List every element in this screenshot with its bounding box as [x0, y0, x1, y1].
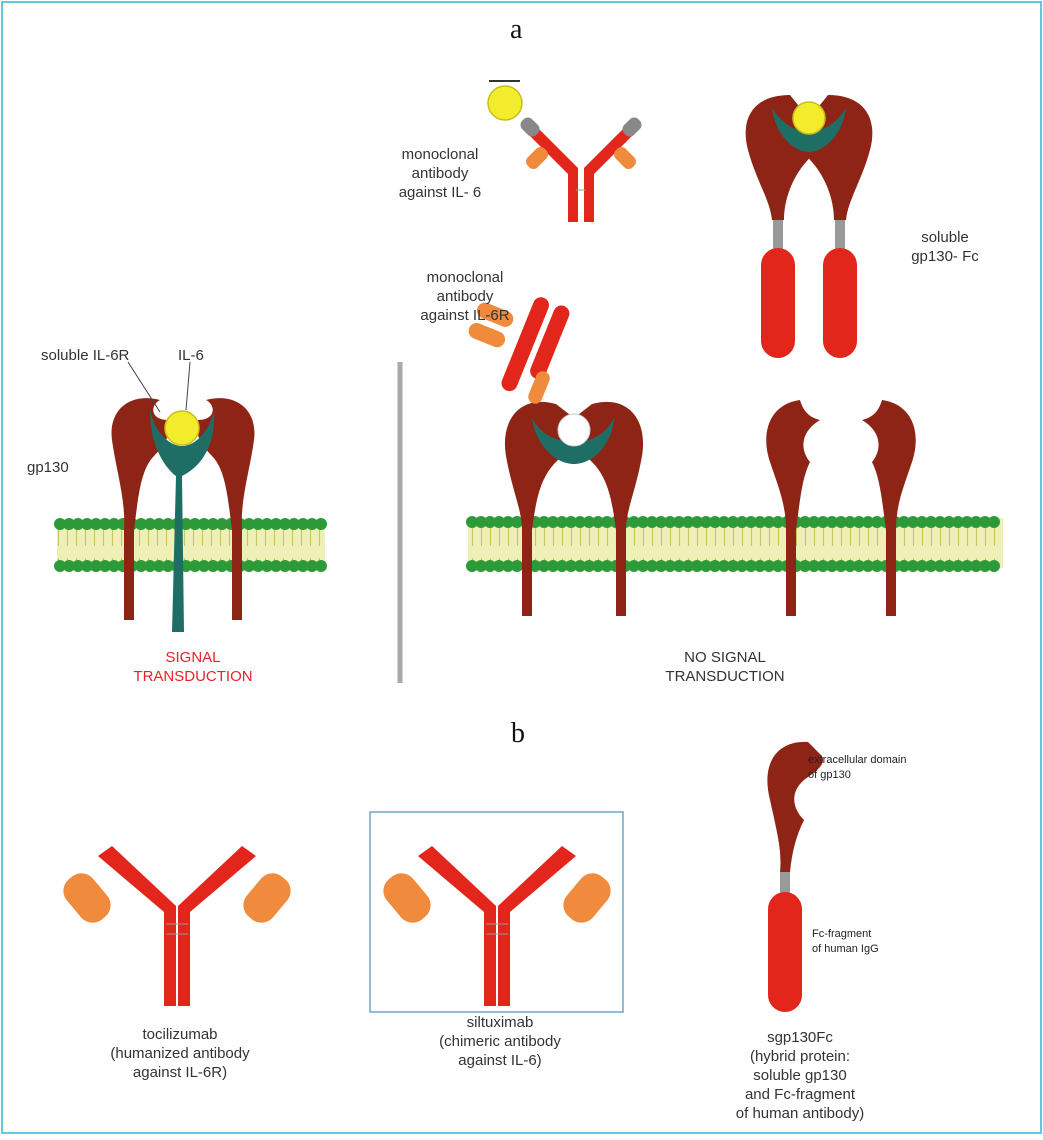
- label-extracellular-domain: extracellular domainof gp130: [808, 753, 968, 783]
- label-gp130: gp130: [27, 458, 87, 477]
- label-soluble-il6r: soluble IL-6R: [41, 346, 171, 365]
- blocked-complex-2: [766, 400, 916, 616]
- label-il6: IL-6: [178, 346, 218, 365]
- lipid-head: [315, 518, 327, 530]
- mab-il6-icon: [488, 81, 644, 222]
- label-sgp130fc: sgp130Fc(hybrid protein:soluble gp130and…: [710, 1028, 890, 1123]
- il6-ball: [793, 102, 825, 134]
- empty-site: [558, 414, 590, 446]
- soluble-gp130fc-icon: [746, 95, 873, 358]
- gp130-chain: [862, 400, 916, 616]
- lipid-head: [988, 516, 1000, 528]
- leader-il6: [186, 362, 190, 410]
- panel-label-b: b: [511, 718, 525, 750]
- right-membrane: [466, 516, 1003, 572]
- siltuximab-icon: [377, 846, 616, 1006]
- label-mab-il6r: monoclonalantibodyagainst IL-6R: [400, 268, 530, 325]
- il6-ball: [488, 86, 522, 120]
- blocked-complex-1: [505, 402, 643, 616]
- il6-ball: [165, 411, 199, 445]
- lipid-head: [988, 560, 1000, 572]
- left-membrane: [54, 518, 327, 572]
- tocilizumab-icon: [57, 846, 296, 1006]
- label-no-signal-transduction: NO SIGNALTRANSDUCTION: [640, 648, 810, 686]
- gp130-chain: [766, 400, 820, 616]
- left-gp130-complex: [112, 362, 255, 632]
- gp130-left-chain: [112, 398, 170, 620]
- panel-label-a: a: [510, 14, 522, 46]
- lipid-head: [315, 560, 327, 572]
